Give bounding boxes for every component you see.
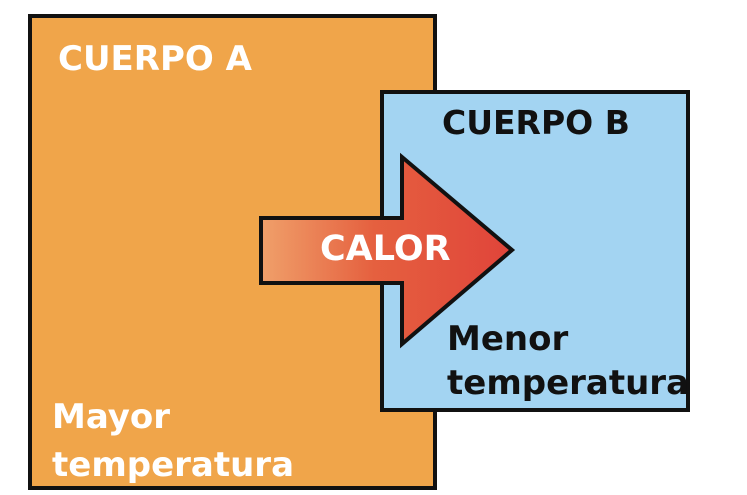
body-b-temperature-line2: temperatura <box>447 363 690 403</box>
body-a-temperature-line2: temperatura <box>52 445 295 485</box>
body-b-temperature-line1: Menor <box>447 319 569 359</box>
body-a-title: CUERPO A <box>58 39 252 79</box>
body-a-temperature-line1: Mayor <box>52 397 171 437</box>
body-a-temperature-label: Mayor temperatura <box>52 393 294 489</box>
heat-arrow-label: CALOR <box>320 229 451 269</box>
body-b-temperature-label: Menor temperatura <box>447 317 689 405</box>
body-b-title: CUERPO B <box>442 103 630 142</box>
